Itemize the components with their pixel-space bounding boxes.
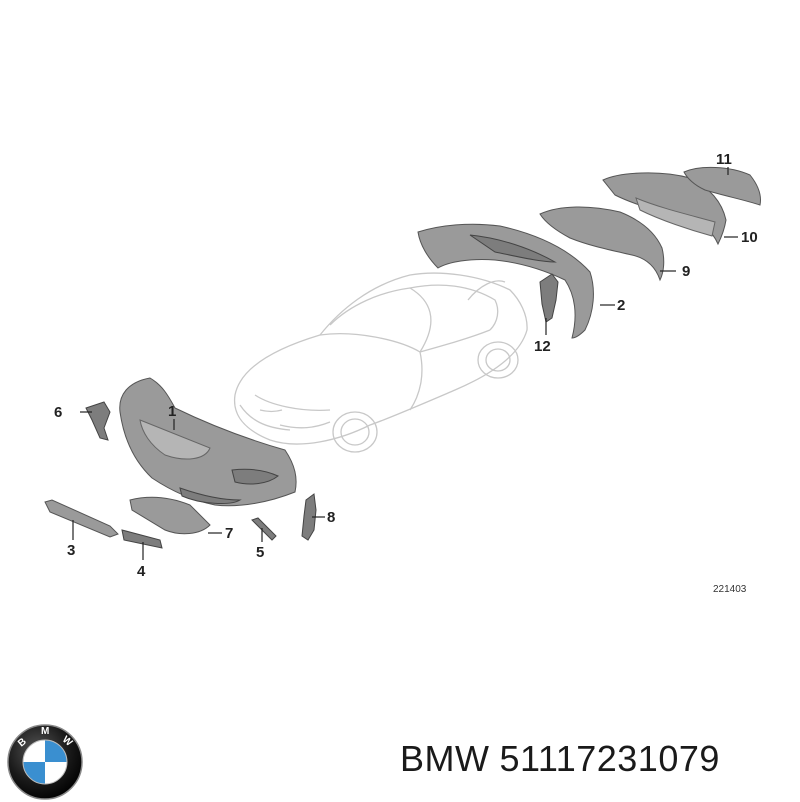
part-10-diffuser-lower: [602, 172, 727, 246]
callout-1: 1: [168, 403, 176, 420]
bmw-logo: B M W: [7, 724, 83, 800]
brand-name: BMW: [400, 738, 490, 779]
callout-8: 8: [327, 509, 335, 526]
callout-11: 11: [716, 151, 732, 168]
part-3-grille-strip: [44, 499, 119, 538]
callout-7: 7: [225, 525, 233, 542]
callout-9: 9: [682, 263, 690, 280]
part-5-strip: [251, 517, 277, 541]
car-outline: [233, 272, 528, 453]
part-2-rear-bumper: [417, 223, 594, 339]
part-number: 51117231079: [499, 738, 720, 779]
diagram-ref-number: 221403: [713, 584, 747, 595]
part-4-trim: [121, 529, 163, 549]
callout-10: 10: [741, 229, 758, 246]
callout-4: 4: [137, 563, 146, 580]
callout-5: 5: [256, 544, 264, 561]
callout-3: 3: [67, 542, 75, 559]
logo-letter-m: M: [41, 726, 49, 737]
callout-2: 2: [617, 297, 625, 314]
part-8-bracket: [301, 493, 317, 541]
leader-lines: [72, 167, 738, 560]
part-6-bracket: [85, 401, 111, 441]
callout-12: 12: [534, 338, 551, 355]
callout-6: 6: [54, 404, 62, 421]
part-1-front-bumper: [119, 377, 297, 507]
part-11-trim-piece: [683, 166, 761, 206]
part-7-spoiler: [129, 496, 211, 535]
part-12-bracket: [539, 273, 559, 323]
part-9-diffuser: [539, 206, 665, 282]
